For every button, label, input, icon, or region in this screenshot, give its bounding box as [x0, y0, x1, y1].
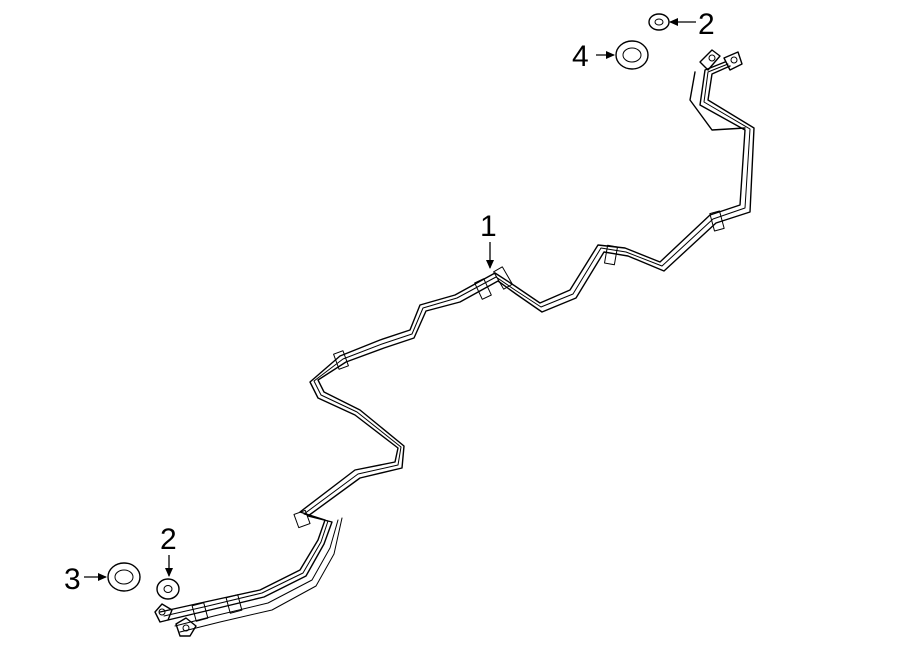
washer-2-top [648, 13, 670, 31]
seal-4 [615, 40, 649, 70]
callout-label-3: 3 [64, 563, 81, 596]
seal-3 [107, 562, 141, 592]
oil-cooler-tube-assembly [154, 49, 755, 637]
callout-label-4: 4 [572, 40, 589, 73]
callout-label-1: 1 [480, 210, 497, 243]
callout-label-2-top: 2 [698, 8, 715, 41]
washer-2-bottom [156, 578, 180, 600]
callout-label-2-bottom: 2 [160, 523, 177, 556]
